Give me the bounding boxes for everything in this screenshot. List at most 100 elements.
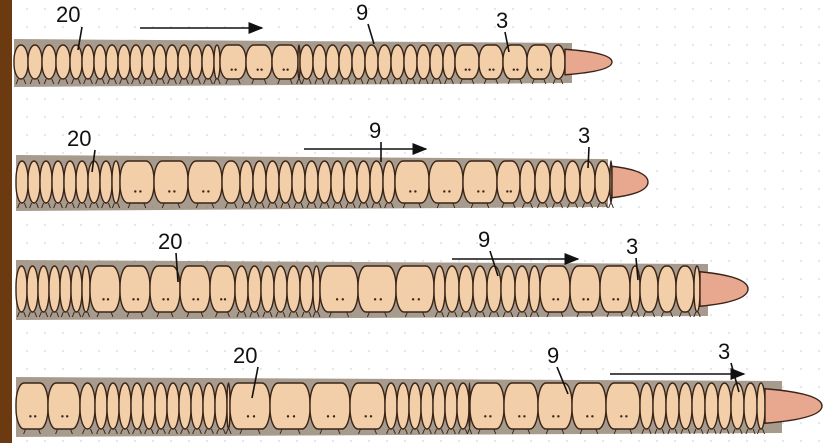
body-segment [130, 45, 142, 79]
body-segment [210, 266, 235, 312]
seta-dot [260, 68, 262, 70]
seta-dot [287, 415, 289, 417]
body-segment [27, 266, 38, 312]
label-segment-9: 9 [356, 0, 368, 25]
seta-dot [139, 190, 141, 192]
seta-dot [168, 190, 170, 192]
seta-dot [197, 298, 199, 300]
seta-dot [492, 68, 494, 70]
seta-dot [489, 68, 491, 70]
body-segment [166, 45, 178, 79]
body-segment [90, 266, 120, 312]
body-segment [370, 161, 383, 203]
body-segment [529, 266, 540, 312]
seta-dot [477, 190, 479, 192]
body-segment [313, 45, 326, 79]
body-segment [551, 45, 565, 79]
seta-dot [582, 298, 584, 300]
seta-dot [409, 190, 411, 192]
body-segment [28, 45, 42, 79]
seta-dot [102, 298, 104, 300]
body-segment [694, 266, 700, 312]
body-segment [430, 45, 443, 79]
seta-dot [342, 298, 344, 300]
seta-dot [61, 415, 63, 417]
seta-dot [586, 415, 588, 417]
body-segment [572, 383, 606, 429]
body-segment [40, 161, 52, 203]
body-segment [56, 45, 70, 79]
body-segment [520, 161, 535, 203]
body-segment [292, 161, 305, 203]
body-segment [445, 383, 457, 429]
body-segment [188, 161, 222, 203]
body-segment [279, 161, 292, 203]
body-segment [154, 45, 166, 79]
body-segment [744, 383, 757, 429]
seta-dot [443, 190, 445, 192]
body-segment [42, 45, 56, 79]
seta-dot [617, 298, 619, 300]
body-segment [167, 383, 179, 429]
body-segment [358, 266, 396, 312]
seta-dot [202, 190, 204, 192]
seta-dot [557, 298, 559, 300]
seta-dot [207, 190, 209, 192]
body-segment [378, 45, 391, 79]
body-segment [565, 161, 580, 203]
seta-dot [518, 415, 520, 417]
body-segment [339, 45, 352, 79]
label-segment-9: 9 [369, 118, 381, 143]
label-segment-20: 20 [233, 343, 257, 368]
body-segment [606, 383, 640, 429]
seta-dot [231, 68, 233, 70]
body-segment [272, 45, 298, 79]
body-segment [82, 45, 94, 79]
body-segment [540, 266, 570, 312]
body-segment [692, 383, 705, 429]
body-segment [48, 383, 80, 429]
seta-dot [224, 298, 226, 300]
seta-dot [489, 415, 491, 417]
body-segment [352, 45, 365, 79]
body-segment [504, 383, 538, 429]
seta-dot [137, 298, 139, 300]
body-segment [64, 161, 76, 203]
body-segment [248, 266, 261, 312]
body-segment [470, 383, 504, 429]
panel-3: 20 9 3 [16, 227, 748, 320]
seta-dot [448, 190, 450, 192]
panel-2: 20 9 3 [16, 118, 648, 211]
body-segment [326, 45, 339, 79]
body-segment [202, 45, 214, 79]
body-segment [300, 45, 313, 79]
body-segment [131, 383, 143, 429]
seta-dot [293, 415, 295, 417]
seta-dot [380, 298, 382, 300]
seta-dot [468, 68, 470, 70]
leader-line-3 [588, 147, 589, 168]
body-segment [527, 45, 551, 79]
body-segment [718, 383, 731, 429]
seta-dot [283, 68, 285, 70]
body-segment [179, 383, 191, 429]
body-segment [88, 161, 100, 203]
body-segment [112, 161, 120, 203]
body-segment [49, 266, 60, 312]
body-segment [82, 266, 90, 312]
seta-dot [465, 68, 467, 70]
body-segment [52, 161, 64, 203]
body-segment [266, 161, 279, 203]
body-segment [459, 266, 473, 312]
seta-dot [414, 190, 416, 192]
seta-dot [537, 68, 539, 70]
body-segment [94, 45, 106, 79]
seta-dot [591, 415, 593, 417]
label-segment-3: 3 [578, 123, 590, 148]
body-segment [305, 161, 318, 203]
body-segment [235, 266, 248, 312]
label-segment-3: 3 [718, 339, 730, 364]
body-segment [119, 383, 131, 429]
body-segment [261, 266, 274, 312]
body-segment [600, 266, 630, 312]
